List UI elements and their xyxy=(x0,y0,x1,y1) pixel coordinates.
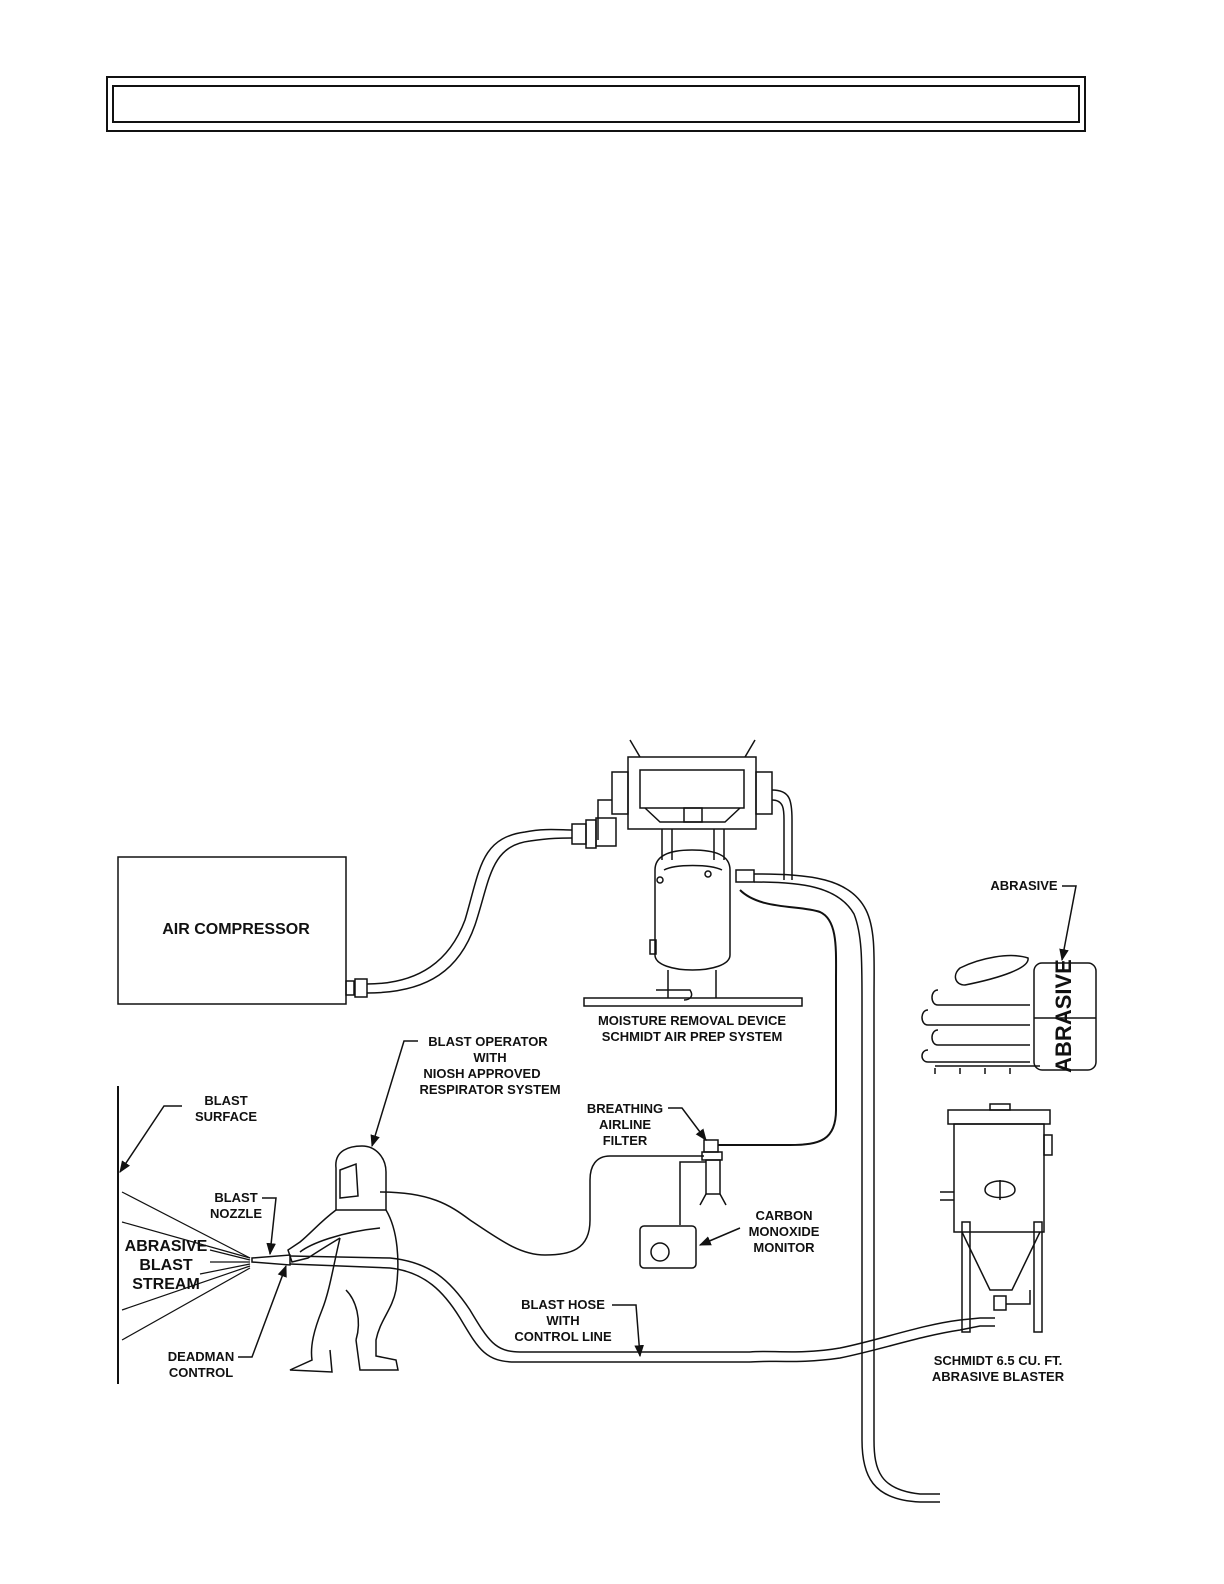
title-frame xyxy=(106,76,1086,132)
blast-stream-label-3: STREAM xyxy=(132,1276,200,1293)
moisture-removal-device xyxy=(583,739,803,1007)
filter-label-2: AIRLINE xyxy=(599,1117,651,1132)
blaster-label-2: ABRASIVE BLASTER xyxy=(932,1369,1065,1384)
co-monitor-label-3: MONITOR xyxy=(753,1240,815,1255)
filter-label-1: BREATHING xyxy=(587,1101,663,1116)
co-monitor-label-1: CARBON xyxy=(755,1208,812,1223)
blast-hose-label-3: CONTROL LINE xyxy=(514,1329,612,1344)
moisture-device-label-1: MOISTURE REMOVAL DEVICE xyxy=(598,1013,786,1028)
moisture-device-label-2: SCHMIDT AIR PREP SYSTEM xyxy=(602,1029,783,1044)
operator-leader xyxy=(370,1040,418,1148)
blast-stream-label-1: ABRASIVE xyxy=(125,1238,208,1255)
blast-hose-label-2: WITH xyxy=(546,1313,579,1328)
blast-stream xyxy=(121,1191,251,1341)
blast-surface-leader xyxy=(119,1105,182,1173)
blaster-supply-hose xyxy=(753,873,875,1440)
blast-hose xyxy=(289,1255,995,1363)
abrasive-bag-label: ABRASIVE xyxy=(1051,959,1076,1073)
abrasive-callout-leader xyxy=(1059,885,1077,962)
blast-surface-label-2: SURFACE xyxy=(195,1109,257,1124)
supply-hose-connection xyxy=(861,1439,940,1503)
abrasive-callout-label: ABRASIVE xyxy=(990,878,1058,893)
page-title xyxy=(112,85,1080,123)
deadman-leader xyxy=(238,1264,287,1358)
blast-operator xyxy=(287,1145,399,1373)
filter-label-3: FILTER xyxy=(603,1133,648,1148)
blast-hose-leader xyxy=(612,1304,644,1358)
blast-nozzle-label-2: NOZZLE xyxy=(210,1206,262,1221)
blast-nozzle-leader xyxy=(262,1197,277,1256)
blast-stream-label-2: BLAST xyxy=(139,1257,193,1274)
co-monitor-label-2: MONOXIDE xyxy=(749,1224,820,1239)
operator-label-4: RESPIRATOR SYSTEM xyxy=(419,1082,560,1097)
carbon-monoxide-monitor xyxy=(639,1225,697,1269)
operator-label-2: WITH xyxy=(473,1050,506,1065)
abrasive-blaster xyxy=(940,1103,1053,1333)
blast-nozzle-label-1: BLAST xyxy=(214,1190,257,1205)
operator-label-1: BLAST OPERATOR xyxy=(428,1034,548,1049)
blast-hose-label-1: BLAST HOSE xyxy=(521,1297,605,1312)
co-monitor-leader xyxy=(698,1227,741,1246)
air-compressor: AIR COMPRESSOR xyxy=(117,856,368,1005)
blaster-label-1: SCHMIDT 6.5 CU. FT. xyxy=(934,1353,1063,1368)
operator-label-3: NIOSH APPROVED xyxy=(423,1066,540,1081)
abrasive-bags xyxy=(921,954,1097,1074)
deadman-label-2: CONTROL xyxy=(169,1365,233,1380)
deadman-label-1: DEADMAN xyxy=(168,1349,234,1364)
breathing-airline-filter xyxy=(379,1139,727,1256)
blast-nozzle xyxy=(251,1254,291,1266)
air-compressor-label: AIR COMPRESSOR xyxy=(162,921,310,938)
filter-leader xyxy=(668,1107,707,1141)
supply-hose xyxy=(366,819,597,994)
blast-surface-label-1: BLAST xyxy=(204,1093,247,1108)
breathing-air-line xyxy=(718,889,838,1146)
